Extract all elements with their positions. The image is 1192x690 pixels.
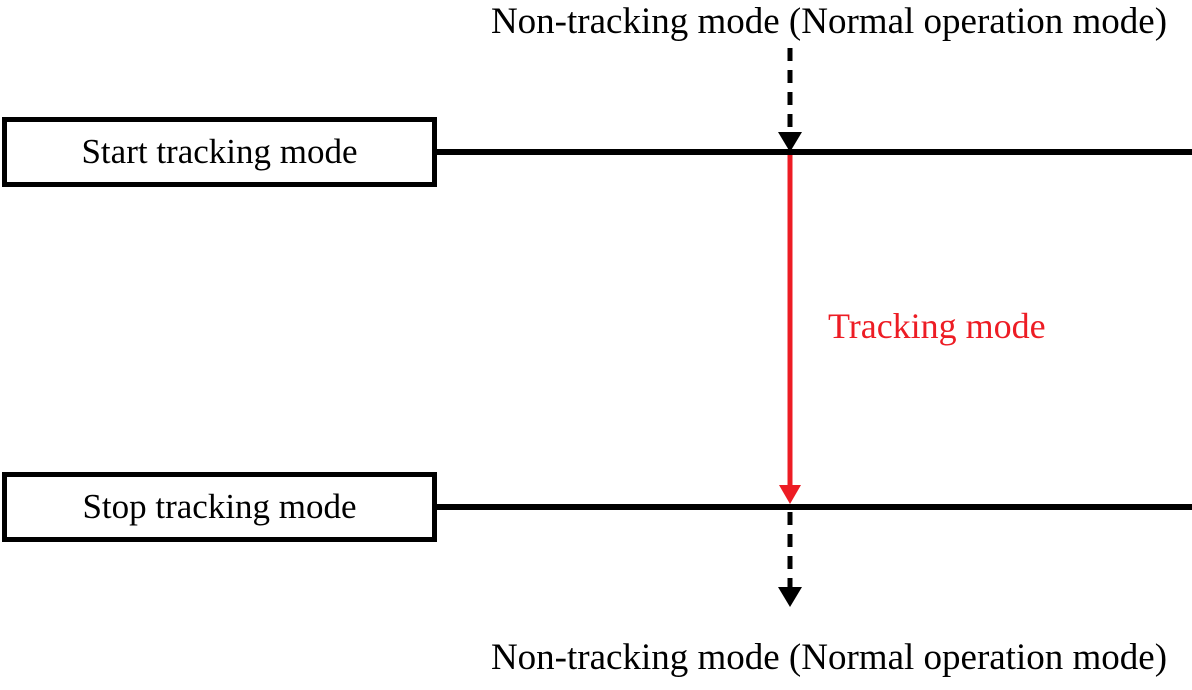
non-tracking-mode-label-bottom: Non-tracking mode (Normal operation mode… bbox=[490, 637, 1168, 678]
stop-tracking-mode-box-label: Stop tracking mode bbox=[82, 487, 357, 526]
stop-tracking-mode-box: Stop tracking mode bbox=[2, 472, 437, 542]
dashed-arrow-top-head-icon bbox=[778, 132, 802, 152]
start-tracking-mode-box: Start tracking mode bbox=[2, 117, 437, 187]
non-tracking-mode-label-top: Non-tracking mode (Normal operation mode… bbox=[490, 1, 1168, 42]
dashed-arrow-bottom-head-icon bbox=[778, 587, 802, 607]
tracking-mode-label: Tracking mode bbox=[828, 306, 1046, 346]
tracking-arrow-head-icon bbox=[779, 485, 801, 504]
start-tracking-mode-box-label: Start tracking mode bbox=[81, 132, 358, 171]
